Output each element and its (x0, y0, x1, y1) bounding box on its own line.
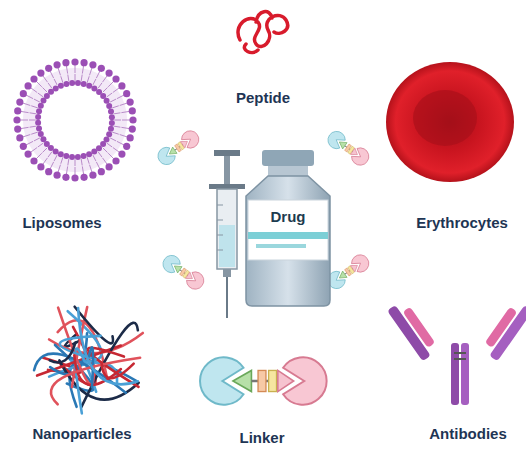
vial-icon (246, 150, 330, 306)
antibody-icon (387, 299, 526, 405)
erythrocyte-icon (386, 62, 514, 182)
peptide-icon (238, 12, 288, 53)
nanoparticles-label: Nanoparticles (32, 425, 131, 442)
erythrocytes-label: Erythrocytes (416, 214, 508, 231)
liposome-icon (13, 58, 136, 181)
peptide-label: Peptide (236, 89, 290, 106)
nanoparticle-icon (34, 307, 143, 414)
drug-label: Drug (271, 208, 306, 225)
liposomes-label: Liposomes (22, 214, 101, 231)
linker-label: Linker (239, 429, 284, 446)
antibodies-label: Antibodies (429, 425, 507, 442)
syringe-icon (209, 150, 245, 318)
linker-icon (200, 357, 327, 405)
